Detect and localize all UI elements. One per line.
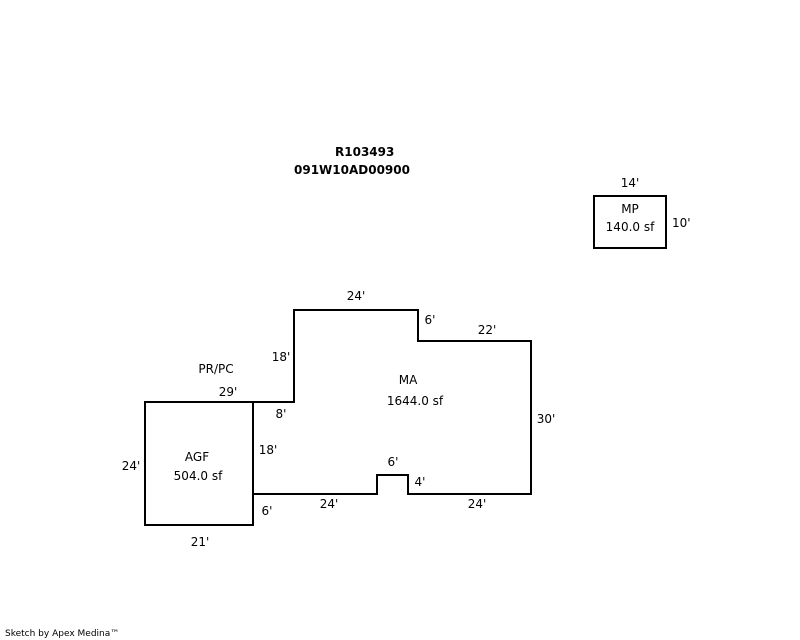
ma-right-top-dim: 22': [478, 323, 497, 337]
pr-pc-code: PR/PC: [198, 362, 233, 376]
ma-code: MA: [399, 373, 418, 387]
ma-bottom-right-dim: 24': [468, 497, 487, 511]
ma-left-step-dim: 8': [276, 407, 287, 421]
mp-height-dim: 10': [672, 216, 691, 230]
ma-top-dim: 24': [347, 289, 366, 303]
map-number: 091W10AD00900: [294, 163, 410, 177]
ma-step-down-dim: 6': [425, 313, 436, 327]
ma-bottom-left-dim: 24': [320, 497, 339, 511]
ma-left-lower-dim: 18': [259, 443, 278, 457]
mp-width-dim: 14': [621, 176, 640, 190]
agf-top-dim: 29': [219, 385, 238, 399]
agf-code: AGF: [185, 450, 209, 464]
agf-outline: [144, 401, 254, 526]
agf-left-dim: 24': [122, 459, 141, 473]
agf-area: 504.0 sf: [174, 469, 223, 483]
parcel-id: R103493: [335, 145, 394, 159]
ma-notch-top-dim: 6': [388, 455, 399, 469]
ma-notch-side-dim: 4': [415, 475, 426, 489]
mp-area: 140.0 sf: [606, 220, 655, 234]
ma-right-dim: 30': [537, 412, 556, 426]
ma-area: 1644.0 sf: [387, 394, 444, 408]
ma-bottom-step-dim: 6': [262, 504, 273, 518]
sketch-credit: Sketch by Apex Medina™: [5, 629, 119, 639]
agf-bottom-dim: 21': [191, 535, 210, 549]
mp-outline: [593, 195, 667, 249]
ma-left-upper-dim: 18': [272, 350, 291, 364]
mp-code: MP: [621, 202, 639, 216]
